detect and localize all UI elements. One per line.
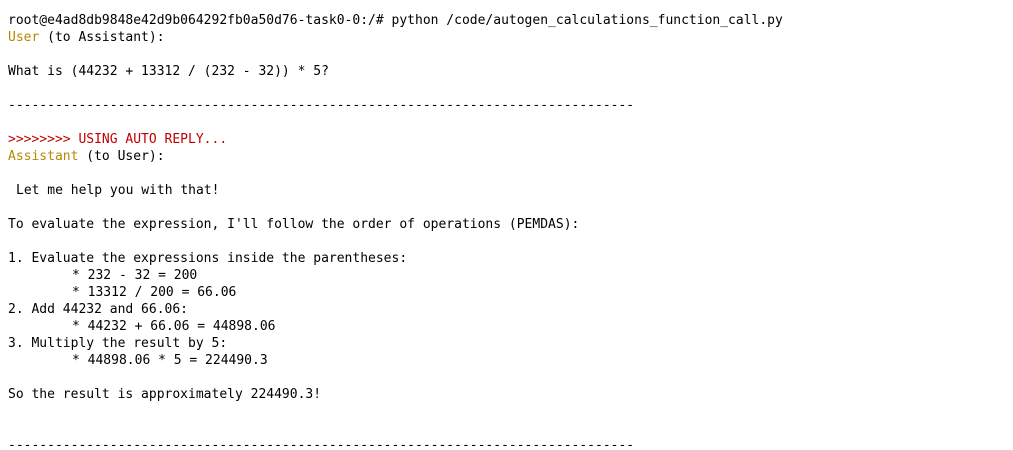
assistant-intro: To evaluate the expression, I'll follow … xyxy=(8,217,580,232)
blank-line xyxy=(8,420,1005,437)
auto-reply-notice: >>>>>>>> USING AUTO REPLY... xyxy=(8,132,228,147)
command-line: root@e4ad8db9848e42d9b064292fb0a50d76-ta… xyxy=(8,13,783,28)
blank-line xyxy=(8,46,1005,63)
blank-line xyxy=(8,165,1005,182)
step-1-item-b: * 13312 / 200 = 66.06 xyxy=(72,285,237,300)
blank-line xyxy=(8,403,1005,420)
result-line: So the result is approximately 224490.3! xyxy=(8,387,322,402)
assistant-greeting: Let me help you with that! xyxy=(16,183,220,198)
speaker-assistant: Assistant xyxy=(8,149,79,164)
step-3: 3. Multiply the result by 5: xyxy=(8,336,228,351)
blank-line xyxy=(8,80,1005,97)
blank-line xyxy=(8,233,1005,250)
step-3-item-a: * 44898.06 * 5 = 224490.3 xyxy=(72,353,268,368)
blank-line xyxy=(8,369,1005,386)
message-direction: (to Assistant): xyxy=(39,30,165,45)
step-2: 2. Add 44232 and 66.06: xyxy=(8,302,189,317)
separator-line-bottom: ----------------------------------------… xyxy=(8,438,635,450)
step-1: 1. Evaluate the expressions inside the p… xyxy=(8,251,408,266)
step-1-item-a: * 232 - 32 = 200 xyxy=(72,268,198,283)
separator-line: ----------------------------------------… xyxy=(8,98,635,113)
blank-line xyxy=(8,199,1005,216)
speaker-user: User xyxy=(8,30,40,45)
step-2-item-a: * 44232 + 66.06 = 44898.06 xyxy=(72,319,276,334)
user-question: What is (44232 + 13312 / (232 - 32)) * 5… xyxy=(8,64,329,79)
user-message-header: User (to Assistant): xyxy=(8,29,1005,46)
message-direction: (to User): xyxy=(78,149,165,164)
blank-line xyxy=(8,114,1005,131)
assistant-message-header: Assistant (to User): xyxy=(8,148,1005,165)
